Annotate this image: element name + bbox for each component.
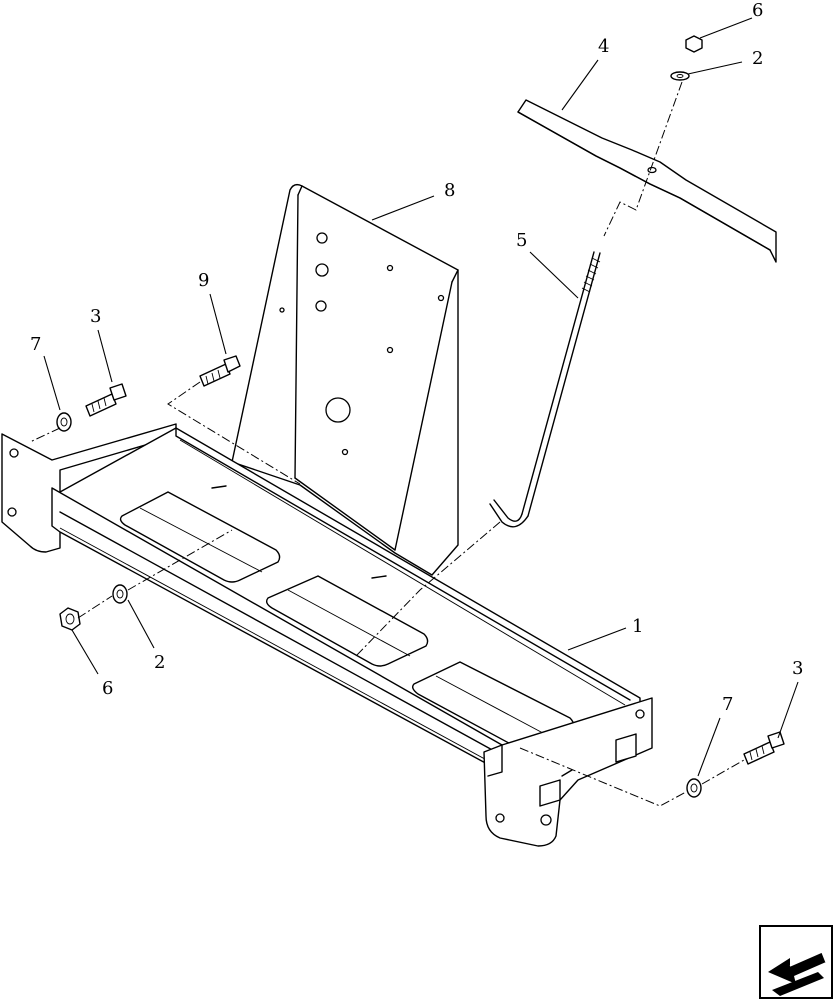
- callout-2-top: 2: [752, 48, 763, 69]
- callout-5: 5: [516, 230, 527, 251]
- part-7-washer-left: [56, 412, 72, 432]
- part-8-upright-plate: [231, 183, 459, 576]
- part-7-washer-right: [686, 778, 702, 798]
- part-6-nut-bottom: [59, 607, 81, 631]
- part-6-nut-top: [685, 35, 703, 53]
- part-9-bolt: [199, 355, 241, 387]
- part-2-washer-top: [670, 71, 690, 81]
- callout-6-bottom: 6: [102, 678, 113, 699]
- callout-4: 4: [598, 36, 609, 57]
- view-direction-arrow-icon[interactable]: [759, 925, 833, 999]
- callout-leaders: [43, 17, 799, 777]
- callout-8: 8: [444, 180, 455, 201]
- callout-3-right: 3: [792, 658, 803, 679]
- part-3-bolt-right: [743, 731, 785, 765]
- callout-2-bottom: 2: [154, 652, 165, 673]
- part-3-bolt-left: [85, 383, 127, 417]
- part-1-battery-tray: [1, 423, 653, 847]
- part-2-washer-bottom: [112, 584, 128, 604]
- callout-6-top: 6: [752, 0, 763, 21]
- callout-3-left: 3: [90, 306, 101, 327]
- callout-9: 9: [198, 270, 209, 291]
- assembly-center-lines: [29, 81, 745, 807]
- part-4-hold-down-strap: [517, 99, 777, 263]
- callout-7-left: 7: [30, 334, 41, 355]
- callout-1: 1: [632, 616, 643, 637]
- callout-7-right: 7: [722, 694, 733, 715]
- part-5-j-bolt: [489, 251, 601, 528]
- callout-labels: 1 2 2 3 3 4 5 6 6 7 7 8 9: [30, 0, 803, 715]
